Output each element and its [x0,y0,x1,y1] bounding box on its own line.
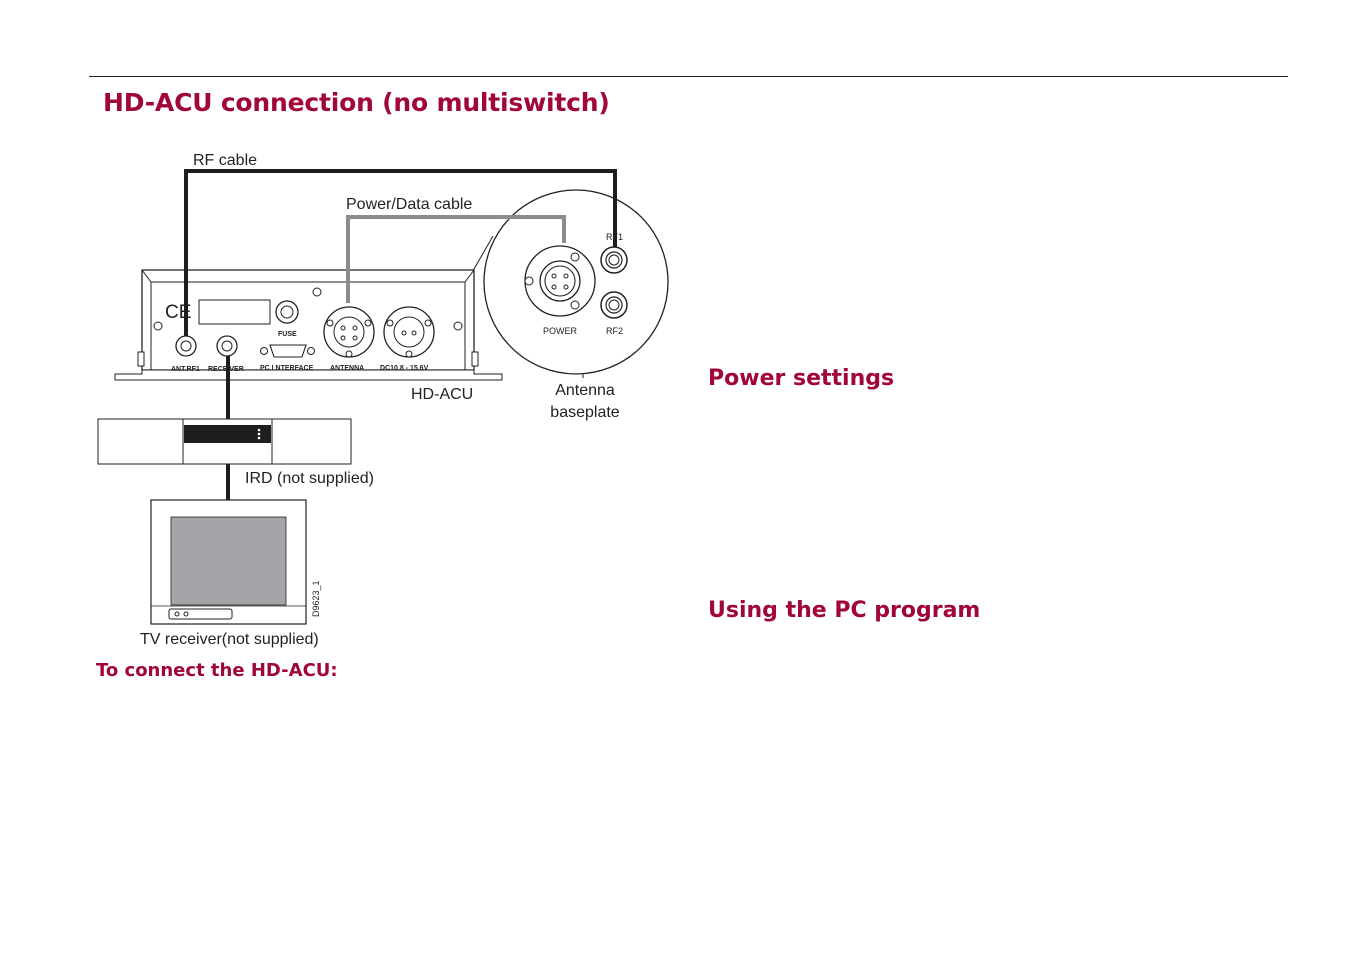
dc-power-connector [383,306,435,358]
rf2-label: RF2 [606,326,623,336]
power-label: POWER [543,326,578,336]
antenna-label-line2: baseplate [550,404,619,421]
baseplate-rf2-connector [600,291,628,319]
tv-label: TV receiver(not supplied) [140,631,319,648]
pc-program-heading: Using the PC program [708,598,981,623]
hd-acu-unit: CE [114,269,503,381]
tv-receiver [150,499,307,625]
baseplate-leader [469,235,494,277]
rf-cable-label: RF cable [193,152,257,169]
fuse-holder [275,300,299,324]
dc-range-label: DC10.8 - 15.6V [380,365,429,372]
ird-label: IRD (not supplied) [245,470,374,487]
power-data-cable [346,215,566,303]
ant-rf1-label: ANT.RF1 [171,366,200,373]
power-settings-heading: Power settings [708,366,895,391]
rf-cable [184,169,617,336]
baseplate-power-connector [524,245,596,317]
ant-rf1-connector [175,335,197,357]
baseplate-rf1-connector [600,246,628,274]
receiver-connector [216,335,238,357]
pc-interface-label: PC I NTERFACE [260,365,314,372]
antenna-port-connector [323,306,375,358]
hd-acu-label: HD-ACU [411,386,473,403]
connect-heading: To connect the HD-ACU: [96,660,338,681]
power-data-cable-label: Power/Data cable [346,196,472,213]
figure-id: D9623_1 [311,580,321,617]
antenna-label-line1: Antenna [555,382,615,399]
pc-interface-connector [260,344,315,358]
fuse-label: FUSE [278,331,297,338]
page-title: HD-ACU connection (no multiswitch) [103,88,610,117]
ird-box [97,418,352,465]
receiver-label: RECEIVER [208,366,244,373]
header-rule [89,76,1288,77]
antenna-port-label: ANTENNA [330,365,364,372]
